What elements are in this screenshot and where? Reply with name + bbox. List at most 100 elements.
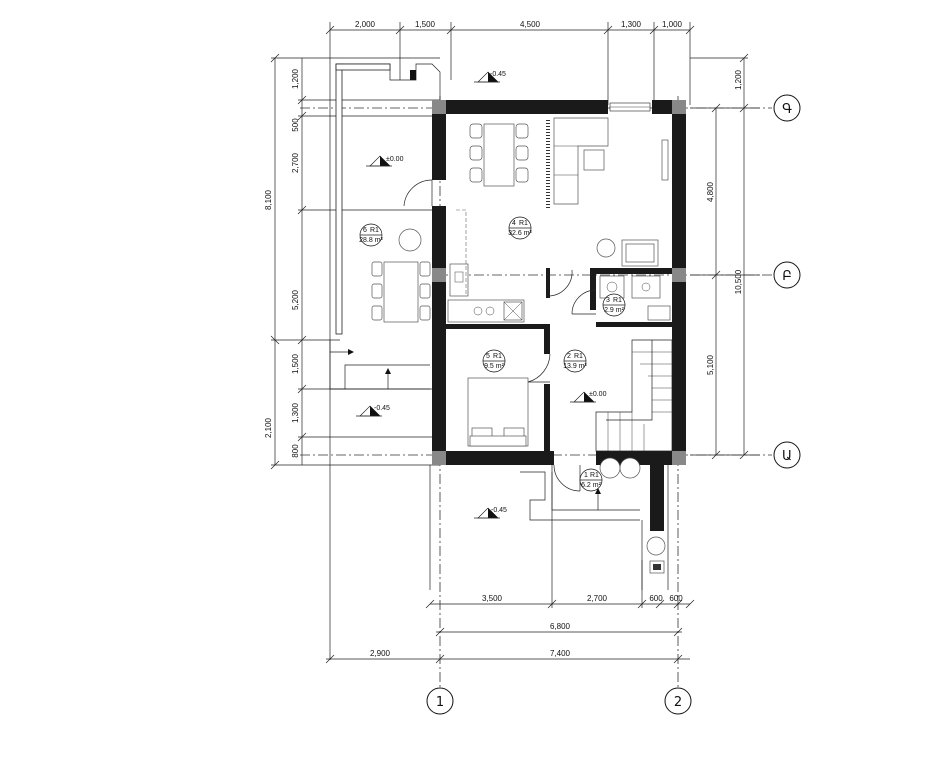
bottom-dim-right: 7,400 <box>550 649 571 658</box>
left-inner-dim-1: 1,200 <box>291 68 300 89</box>
left-inner-dim-7: 800 <box>291 444 300 458</box>
right-outer-dim-1: 1,200 <box>734 69 743 90</box>
wall-interior-bath-top <box>590 268 672 274</box>
column-w <box>432 268 446 282</box>
room-1-code: R1 <box>590 472 599 479</box>
door-entrance <box>553 464 581 492</box>
room-tag-4: 4 R1 32.6 m² <box>508 216 533 240</box>
wall-east <box>672 100 686 465</box>
column-sw <box>432 451 446 465</box>
column-se <box>672 451 686 465</box>
bath-shower <box>631 275 661 299</box>
plant-entrance-1 <box>599 457 621 479</box>
plant-living <box>596 238 616 258</box>
room-1-number: 1 <box>584 472 588 479</box>
room-tag-6: 6 R1 28.8 m² <box>359 223 384 247</box>
top-dim-3: 4,500 <box>520 20 541 29</box>
tv-unit <box>661 139 669 181</box>
furniture <box>371 117 673 574</box>
bottom-dim-4: 600 <box>669 594 683 603</box>
wall-west-lower <box>432 206 446 465</box>
right-inner-dim-1: 4,800 <box>706 181 715 202</box>
room-2-area: 13.9 m² <box>563 363 587 370</box>
axis-grid <box>300 96 772 688</box>
room-2-code: R1 <box>574 353 583 360</box>
wall-interior-bedroom-east <box>544 384 550 451</box>
column-nw <box>432 100 446 114</box>
bottom-dim-left: 2,900 <box>370 649 391 658</box>
column-ne <box>672 100 686 114</box>
staircase <box>595 339 673 452</box>
plant-outside <box>646 536 666 556</box>
terrace-table <box>383 261 419 323</box>
bottom-dimension-chains: 3,500 2,700 600 600 6,800 2,900 7,400 <box>325 455 695 664</box>
wall-interior-kitchen <box>446 324 548 329</box>
axis-marker-top: Գ <box>773 94 801 122</box>
column-e <box>672 268 686 282</box>
axis-marker-2: 2 <box>664 687 692 715</box>
level-left-bottom: -0.45 <box>374 405 390 412</box>
wall-west-upper <box>432 100 446 180</box>
top-dimension-chain: 2,000 1,500 4,500 1,300 1,000 <box>325 20 695 660</box>
left-dimension-chains: 8,100 2,100 1,200 500 2,700 5,200 1,500 … <box>264 53 440 470</box>
axis-label-bottom: Ա <box>782 449 792 464</box>
right-outer-dim-2: 10,500 <box>734 269 743 294</box>
axis-label-top: Գ <box>782 102 792 117</box>
room-tag-1: 1 R1 6.2 m² <box>579 468 603 492</box>
door-bath <box>571 289 597 315</box>
right-inner-dim-2: 5,100 <box>706 354 715 375</box>
level-marker-terrace: ±0.00 <box>366 155 404 167</box>
room-tag-3: 3 R1 2.9 m² <box>602 293 626 317</box>
bottom-dim-1: 3,500 <box>482 594 503 603</box>
bottom-dim-2: 2,700 <box>587 594 608 603</box>
left-inner-dim-5: 1,500 <box>291 353 300 374</box>
room-tag-5: 5 R1 9.5 m² <box>482 349 506 373</box>
left-outer-dim-1: 8,100 <box>264 189 273 210</box>
wall-entrance-side <box>650 465 664 531</box>
room-3-number: 3 <box>606 297 610 304</box>
wall-interior-bath-west <box>590 268 596 310</box>
room-6-code: R1 <box>370 227 379 234</box>
axis-label-1: 1 <box>436 695 444 710</box>
top-dim-2: 1,500 <box>415 20 436 29</box>
room-tag-2: 2 R1 13.9 m² <box>563 349 588 373</box>
sink-counter <box>449 263 469 297</box>
top-dim-4: 1,300 <box>621 20 642 29</box>
room-2-number: 2 <box>567 353 571 360</box>
room-6-number: 6 <box>363 227 367 234</box>
axis-label-2: 2 <box>674 695 682 710</box>
room-4-area: 32.6 m² <box>508 230 532 237</box>
plant-entrance-2 <box>619 457 641 479</box>
left-inner-dim-6: 1,300 <box>291 402 300 423</box>
door-bedroom <box>527 353 551 383</box>
left-inner-dim-3: 2,700 <box>291 152 300 173</box>
wall-north <box>432 100 608 114</box>
level-marker-entrance: -0.45 <box>474 507 507 519</box>
level-hall: ±0.00 <box>589 391 607 398</box>
room-3-code: R1 <box>613 297 622 304</box>
room-1-area: 6.2 m² <box>581 482 602 489</box>
wall-interior-bath-bottom <box>596 322 672 327</box>
room-5-code: R1 <box>493 353 502 360</box>
room-4-number: 4 <box>512 220 516 227</box>
walls <box>432 100 686 531</box>
left-inner-dim-4: 5,200 <box>291 289 300 310</box>
bottom-dim-total: 6,800 <box>550 622 571 631</box>
level-marker-left-bottom: -0.45 <box>356 405 390 417</box>
axis-label-middle: Բ <box>782 269 792 284</box>
bottom-dim-3: 600 <box>649 594 663 603</box>
level-entrance: -0.45 <box>491 507 507 514</box>
wall-interior-hall-top <box>544 324 550 354</box>
level-terrace-inner: ±0.00 <box>386 156 404 163</box>
level-top: -0.45 <box>490 71 506 78</box>
wall-south-left <box>432 451 554 465</box>
room-4-code: R1 <box>519 220 528 227</box>
top-dim-5: 1,000 <box>662 20 683 29</box>
left-outer-dim-2: 2,100 <box>264 417 273 438</box>
plant-terrace <box>398 228 422 252</box>
wall-south-right <box>596 451 686 465</box>
side-table <box>583 149 605 171</box>
room-5-number: 5 <box>486 353 490 360</box>
level-marker-top: -0.45 <box>474 71 506 83</box>
